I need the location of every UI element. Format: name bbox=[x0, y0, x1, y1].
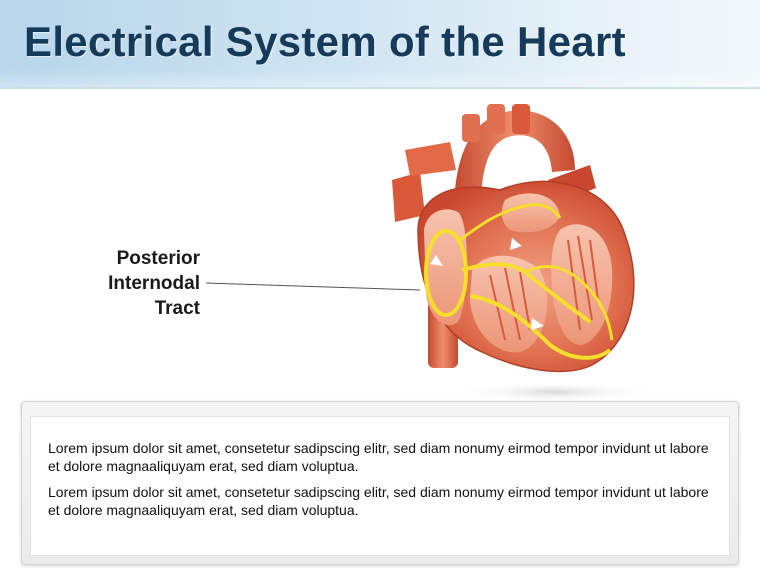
aortic-arch bbox=[454, 110, 575, 232]
title-bar: Electrical System of the Heart bbox=[0, 0, 760, 89]
heart-illustration bbox=[205, 104, 655, 402]
heart-shadow bbox=[455, 382, 655, 402]
description-box-inner: Lorem ipsum dolor sit amet, consetetur s… bbox=[30, 416, 730, 556]
left-vessel bbox=[392, 172, 425, 222]
flow-arrow-2 bbox=[531, 318, 544, 330]
left-vessel-2 bbox=[405, 142, 456, 176]
right-ventricle bbox=[470, 255, 548, 353]
internodal-ring bbox=[424, 229, 468, 317]
callout-label: Posterior Internodal Tract bbox=[60, 246, 200, 321]
description-paragraph-2: Lorem ipsum dolor sit amet, consetetur s… bbox=[48, 484, 709, 518]
callout-leader-line bbox=[205, 282, 421, 291]
conduction-path-lower bbox=[469, 294, 612, 360]
right-atrium bbox=[424, 209, 467, 326]
callout-line-3: Tract bbox=[154, 298, 200, 319]
arch-branch-1 bbox=[487, 104, 505, 134]
arch-branch-2 bbox=[512, 104, 530, 134]
description-paragraph-1: Lorem ipsum dolor sit amet, consetetur s… bbox=[48, 440, 709, 474]
callout-line-2: Internodal bbox=[108, 273, 200, 294]
left-ventricle bbox=[551, 224, 613, 346]
flow-arrow-1 bbox=[510, 238, 522, 250]
arch-branch-3 bbox=[462, 114, 480, 142]
description-box: Lorem ipsum dolor sit amet, consetetur s… bbox=[21, 401, 739, 565]
callout-line-1: Posterior bbox=[116, 248, 200, 269]
left-atrium bbox=[501, 193, 560, 233]
conduction-path-left bbox=[524, 264, 614, 341]
chordae-right bbox=[489, 267, 531, 341]
page-title: Electrical System of the Heart bbox=[24, 18, 626, 65]
flow-arrow-3 bbox=[430, 255, 443, 266]
conduction-path-upper bbox=[459, 203, 562, 242]
